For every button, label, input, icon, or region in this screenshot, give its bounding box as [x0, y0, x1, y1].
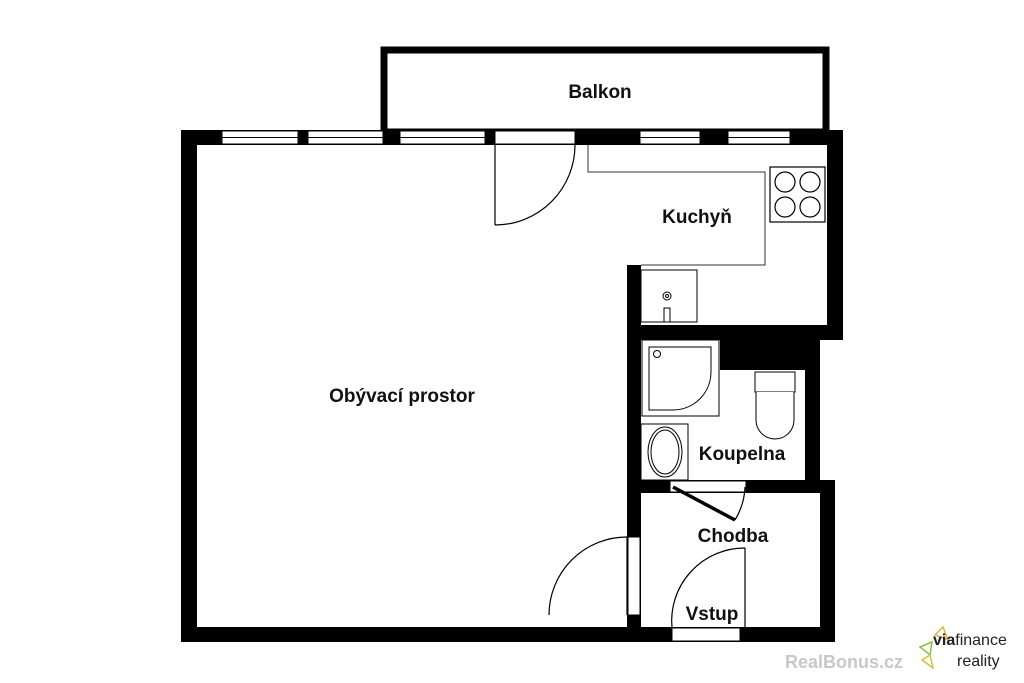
- doors: [494, 144, 746, 629]
- sink-icon: [640, 269, 698, 323]
- logo-text: viafinance: [933, 632, 1007, 650]
- shower-icon: [641, 339, 720, 417]
- logo-finance: finance: [955, 632, 1007, 649]
- logo-reality: reality: [957, 653, 1000, 670]
- logo-mark-icon: [918, 625, 950, 670]
- windows: [221, 130, 791, 145]
- room-label-kuchyn: Kuchyň: [662, 207, 732, 228]
- viafinance-logo: viafinance reality: [915, 622, 1024, 682]
- kitchen-counter: [587, 145, 766, 266]
- door-openings: [494, 130, 747, 642]
- washbasin-icon: [640, 423, 689, 481]
- room-label-vstup: Vstup: [685, 604, 739, 625]
- room-label-balkon: Balkon: [568, 82, 632, 103]
- watermark: RealBonus.cz: [785, 652, 904, 672]
- walls: [181, 130, 843, 642]
- room-label-chodba: Chodba: [697, 526, 769, 547]
- logo-via: via: [933, 632, 956, 649]
- toilet-icon: [754, 371, 796, 440]
- room-label-obyvaci-prostor: Obývací prostor: [329, 386, 475, 407]
- room-label-koupelna: Koupelna: [698, 444, 786, 465]
- stove-icon: [769, 166, 826, 223]
